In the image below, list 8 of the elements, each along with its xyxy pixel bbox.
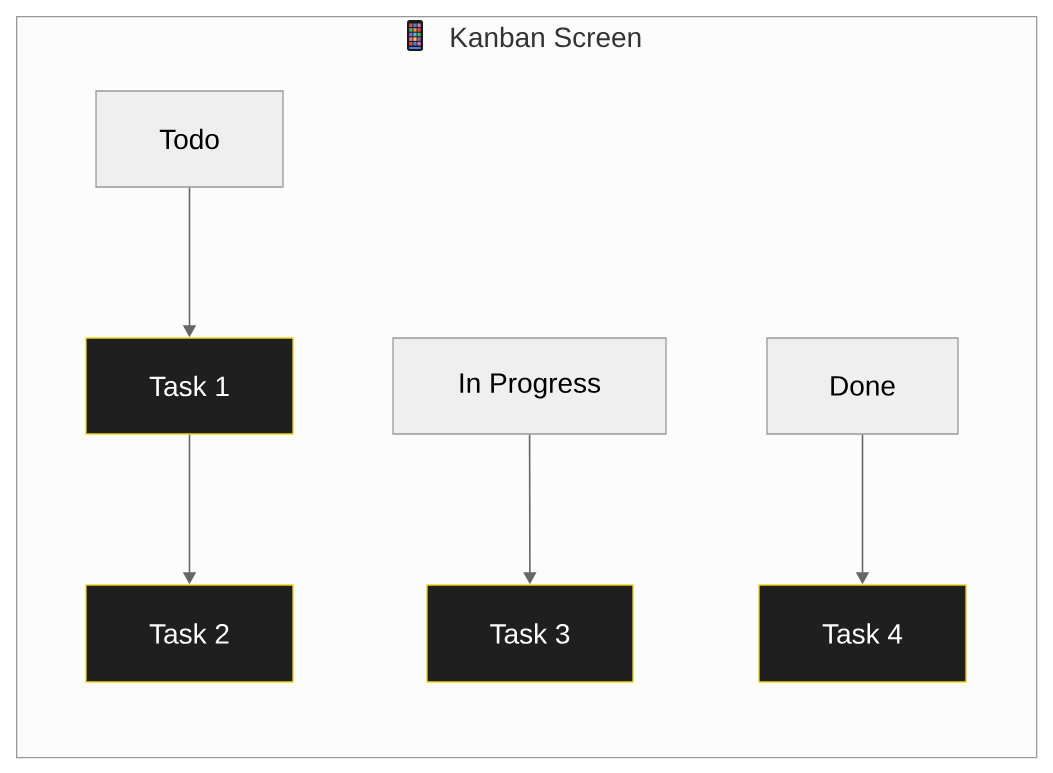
column-header-box: In Progress [392,337,667,435]
task-box: Task 4 [758,584,967,683]
task-box: Task 1 [85,337,294,435]
task-box: Task 2 [85,584,294,683]
group-title: Kanban Screen [451,26,641,48]
task-box: Task 3 [426,584,634,683]
column-header-box: Done [766,337,959,435]
column-header-box: Todo [95,90,284,188]
